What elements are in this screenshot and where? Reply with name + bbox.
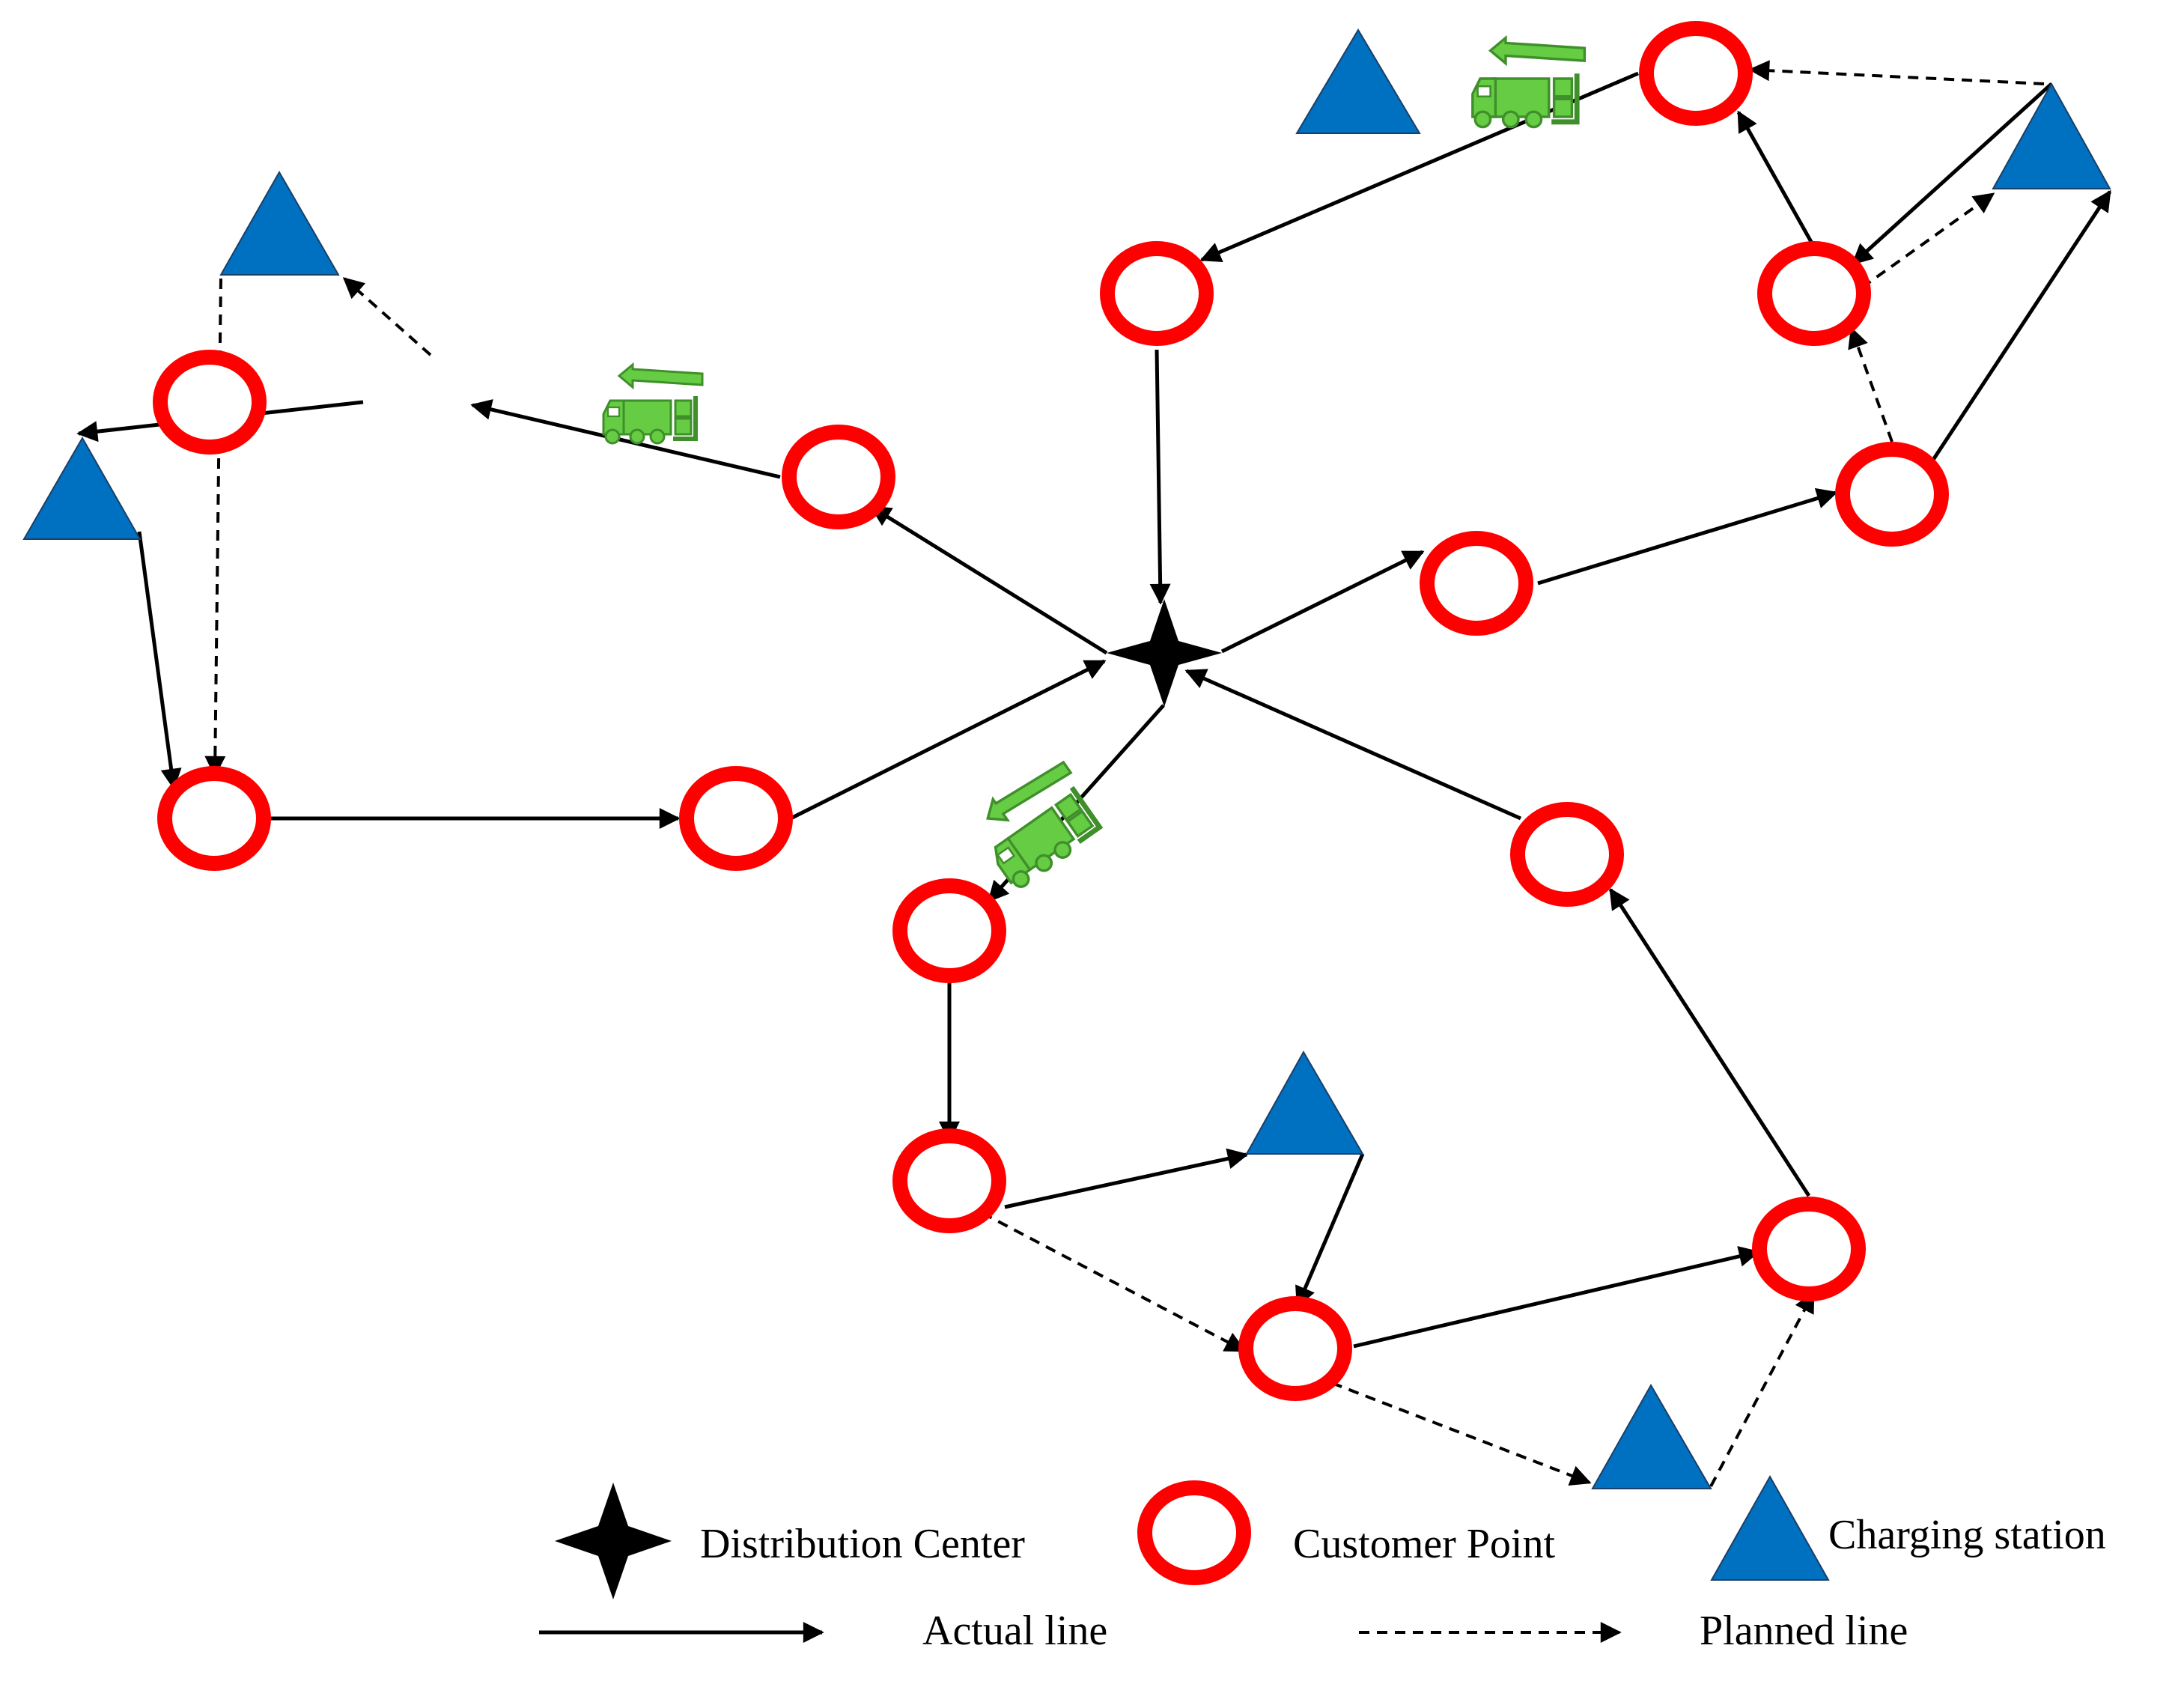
charging-stations: [22, 28, 2111, 1489]
actual-line-segment: [1295, 1153, 1365, 1308]
actual-line-segment: [1353, 1246, 1760, 1349]
customer-point-ring: [157, 766, 271, 871]
planned-line-segment: [1748, 60, 2045, 85]
planned-route-lines: [204, 60, 2045, 1487]
actual-line-segment: [1004, 1148, 1249, 1209]
charging-station-triangle: [1295, 28, 1421, 134]
planned-line-segment: [982, 1212, 1247, 1352]
planned-line-segment: [1861, 192, 1995, 289]
customer-point-ring: [892, 1128, 1006, 1233]
legend-planned-line-label: Planned line: [1700, 1608, 1908, 1654]
customer-point-ring: [1757, 241, 1871, 346]
legend: Distribution Center Customer Point Charg…: [539, 1474, 2106, 1654]
legend-charging-station-label: Charging station: [1828, 1512, 2106, 1558]
delivery-truck-icon: [603, 365, 702, 443]
customer-point-ring: [679, 766, 793, 871]
customer-point-ring: [1420, 531, 1533, 636]
planned-line-segment: [1709, 1291, 1815, 1487]
charging-station-triangle: [1591, 1383, 1712, 1489]
legend-distribution-center-star: [555, 1483, 672, 1599]
customer-point-ring: [782, 425, 895, 529]
customer-point-ring: [1639, 21, 1753, 126]
actual-line-segment: [789, 659, 1107, 821]
legend-charging-station-triangle: [1710, 1474, 1830, 1581]
customer-point-ring: [892, 878, 1006, 983]
distribution-center-star: [1107, 599, 1222, 707]
actual-line-segment: [1149, 349, 1171, 605]
actual-line-segment: [1736, 110, 1816, 249]
actual-line-segment: [137, 531, 182, 790]
delivery-truck-icon: [966, 754, 1109, 891]
actual-line-segment: [1608, 887, 1811, 1197]
customer-points: [153, 21, 1949, 1401]
charging-station-triangle: [1245, 1050, 1364, 1155]
customer-point-ring: [1752, 1197, 1866, 1301]
actual-line-segment: [470, 399, 781, 479]
legend-customer-point-label: Customer Point: [1293, 1521, 1555, 1567]
delivery-truck-icon: [1473, 38, 1585, 127]
actual-line-segment: [1851, 82, 2053, 265]
actual-line-segment: [1184, 669, 1522, 821]
customer-point-ring: [1835, 442, 1949, 547]
legend-actual-line-label: Actual line: [922, 1608, 1107, 1654]
legend-distribution-center-label: Distribution Center: [700, 1521, 1025, 1567]
customer-point-ring: [1510, 802, 1624, 907]
planned-line-segment: [1331, 1382, 1592, 1486]
planned-line-segment: [204, 278, 226, 777]
planned-line-segment: [342, 277, 432, 356]
delivery-trucks: [603, 38, 1584, 892]
charging-station-triangle: [22, 436, 142, 540]
customer-point-ring: [1100, 241, 1214, 346]
charging-station-triangle: [219, 170, 340, 276]
customer-point-ring: [153, 350, 267, 455]
customer-point-ring: [1238, 1296, 1352, 1401]
actual-line-segment: [1220, 550, 1425, 654]
actual-line-segment: [1537, 487, 1838, 586]
actual-line-segment: [869, 505, 1108, 655]
planned-line-segment: [1848, 326, 1893, 443]
charging-station-triangle: [1992, 82, 2111, 189]
legend-customer-point-ring: [1137, 1480, 1251, 1585]
actual-line-segment: [1929, 189, 2112, 464]
